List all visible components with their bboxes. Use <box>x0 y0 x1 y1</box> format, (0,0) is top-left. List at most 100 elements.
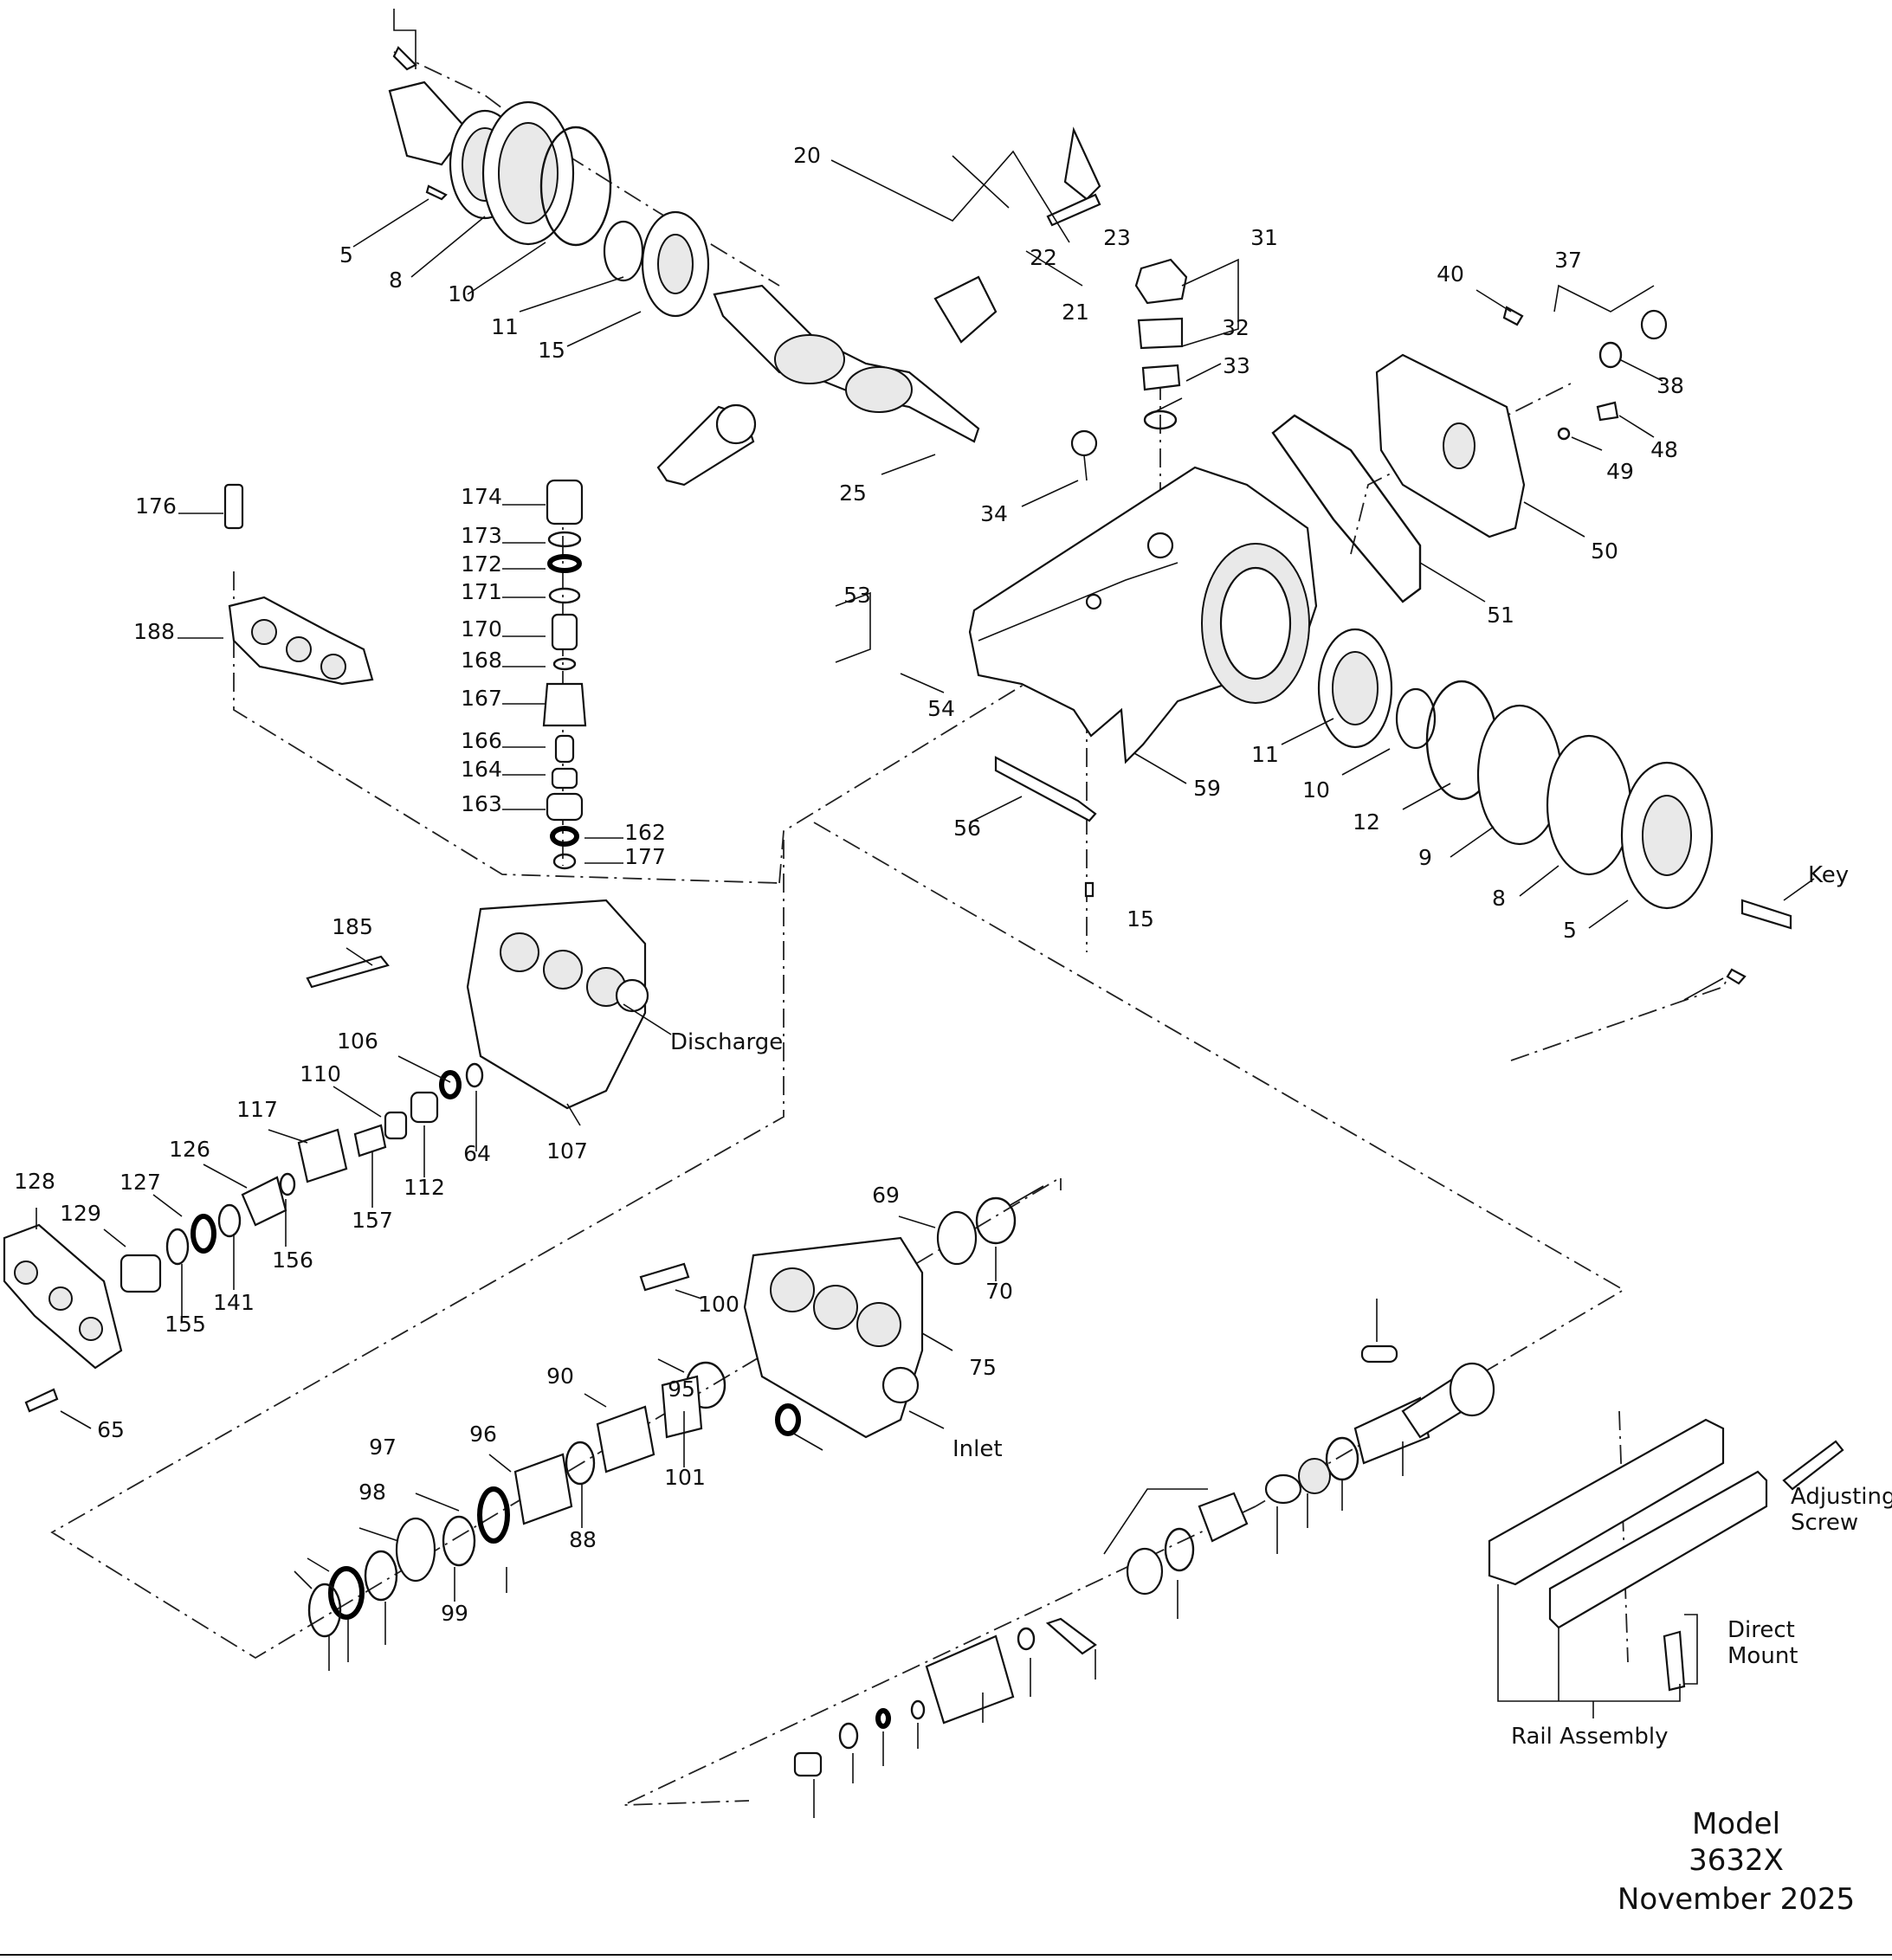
crankcase <box>968 466 1318 764</box>
part-callout-141: 141 <box>213 1290 255 1315</box>
part-callout-97: 97 <box>369 1435 397 1460</box>
part-callout-166: 166 <box>461 728 502 753</box>
part-callout-185: 185 <box>332 914 373 939</box>
adjusting-screw-label-line1: Adjusting <box>1791 1484 1892 1510</box>
model-number: 3632X <box>1689 1843 1784 1878</box>
inlet-label: Inlet <box>952 1436 1003 1462</box>
part-callout-37: 37 <box>1554 248 1582 273</box>
part-callout-5: 5 <box>339 242 353 268</box>
part-callout-53: 53 <box>843 583 871 608</box>
part-callout-112: 112 <box>404 1175 445 1200</box>
part-callout-171: 171 <box>461 579 502 604</box>
part-callout-40: 40 <box>1437 261 1464 287</box>
part-callout-129: 129 <box>60 1201 101 1226</box>
part-callout-126: 126 <box>169 1137 210 1162</box>
part-callout-100: 100 <box>698 1292 739 1317</box>
part-callout-11: 11 <box>491 314 519 339</box>
part-callout-69: 69 <box>872 1183 900 1208</box>
crankcase-gasket <box>1271 414 1422 603</box>
part-callouts: 5810111520212223253132333437384048495051… <box>14 143 1684 1626</box>
part-callout-33: 33 <box>1223 353 1250 378</box>
part-callout-5: 5 <box>1563 918 1577 943</box>
part-callout-59: 59 <box>1193 776 1221 801</box>
part-callout-99: 99 <box>441 1601 468 1626</box>
part-callout-90: 90 <box>546 1364 574 1389</box>
part-callout-38: 38 <box>1656 373 1684 398</box>
part-callout-106: 106 <box>337 1028 378 1054</box>
part-callout-8: 8 <box>389 268 403 293</box>
part-callout-174: 174 <box>461 484 502 509</box>
part-callout-12: 12 <box>1353 809 1380 835</box>
part-callout-10: 10 <box>448 281 475 306</box>
direct-mount-label-line2: Mount <box>1727 1643 1798 1669</box>
part-callout-170: 170 <box>461 616 502 642</box>
leader-lines <box>36 9 1815 1818</box>
part-callout-110: 110 <box>300 1061 341 1086</box>
part-callout-8: 8 <box>1492 886 1506 911</box>
part-callout-51: 51 <box>1487 603 1514 628</box>
part-callout-98: 98 <box>358 1480 386 1505</box>
text-annotations: Key Discharge Inlet Adjusting Screw Dire… <box>670 862 1892 1750</box>
part-callout-34: 34 <box>980 501 1008 526</box>
part-callout-70: 70 <box>985 1279 1013 1304</box>
part-callout-54: 54 <box>927 696 955 721</box>
rail-assembly <box>1488 1418 1844 1692</box>
part-callout-128: 128 <box>14 1169 55 1194</box>
crankshaft <box>713 126 1101 443</box>
valve-cap-manifold-upper <box>223 483 374 686</box>
part-callout-163: 163 <box>461 791 502 816</box>
bolt-23 <box>1046 193 1101 227</box>
part-callout-188: 188 <box>133 619 175 644</box>
part-callout-75: 75 <box>969 1355 997 1380</box>
part-callout-117: 117 <box>236 1097 278 1122</box>
part-callout-101: 101 <box>664 1465 706 1490</box>
oil-cap-group <box>1070 258 1188 481</box>
part-callout-168: 168 <box>461 648 502 673</box>
part-callout-167: 167 <box>461 686 502 711</box>
part-callout-49: 49 <box>1606 459 1634 484</box>
part-callout-156: 156 <box>272 1248 313 1273</box>
part-callout-48: 48 <box>1650 437 1678 462</box>
part-callout-21: 21 <box>1062 300 1089 325</box>
oil-sight-plate <box>994 756 1097 898</box>
part-callout-32: 32 <box>1222 315 1249 340</box>
model-label: Model <box>1692 1807 1780 1841</box>
part-callout-10: 10 <box>1302 777 1330 803</box>
part-callout-107: 107 <box>546 1138 588 1164</box>
direct-mount-label-line1: Direct <box>1727 1617 1795 1643</box>
adjusting-screw-label-line2: Screw <box>1791 1510 1858 1536</box>
inlet-seal-row <box>307 1196 1017 1638</box>
bearing-cover-top <box>388 46 710 318</box>
part-callout-50: 50 <box>1591 538 1618 564</box>
part-callout-162: 162 <box>624 820 666 845</box>
part-callout-96: 96 <box>469 1422 497 1447</box>
part-callout-56: 56 <box>953 816 981 841</box>
inlet-manifold <box>639 1236 924 1439</box>
assembly-centerlines <box>50 51 1733 1806</box>
part-callout-11: 11 <box>1251 742 1279 767</box>
part-callout-157: 157 <box>352 1208 393 1233</box>
part-callout-127: 127 <box>119 1170 161 1195</box>
part-callout-25: 25 <box>839 480 867 506</box>
revision-date: November 2025 <box>1618 1882 1855 1917</box>
part-callout-9: 9 <box>1418 845 1432 870</box>
part-callout-88: 88 <box>569 1527 597 1552</box>
part-callout-95: 95 <box>668 1377 695 1402</box>
key-label: Key <box>1808 862 1849 888</box>
part-callout-31: 31 <box>1250 225 1278 250</box>
part-callout-22: 22 <box>1030 245 1057 270</box>
part-callout-23: 23 <box>1103 225 1131 250</box>
part-callout-20: 20 <box>793 143 821 168</box>
rail-assembly-label: Rail Assembly <box>1511 1724 1668 1750</box>
discharge-manifold <box>306 899 649 1110</box>
part-callout-65: 65 <box>97 1417 125 1442</box>
plunger-assembly <box>793 1344 1495 1777</box>
part-callout-177: 177 <box>624 844 666 869</box>
part-callout-15: 15 <box>538 338 565 363</box>
rear-cover <box>1375 353 1526 538</box>
part-callout-172: 172 <box>461 551 502 577</box>
title-block: Model 3632X November 2025 <box>1618 1807 1855 1917</box>
discharge-label: Discharge <box>670 1029 783 1055</box>
part-callout-173: 173 <box>461 523 502 548</box>
